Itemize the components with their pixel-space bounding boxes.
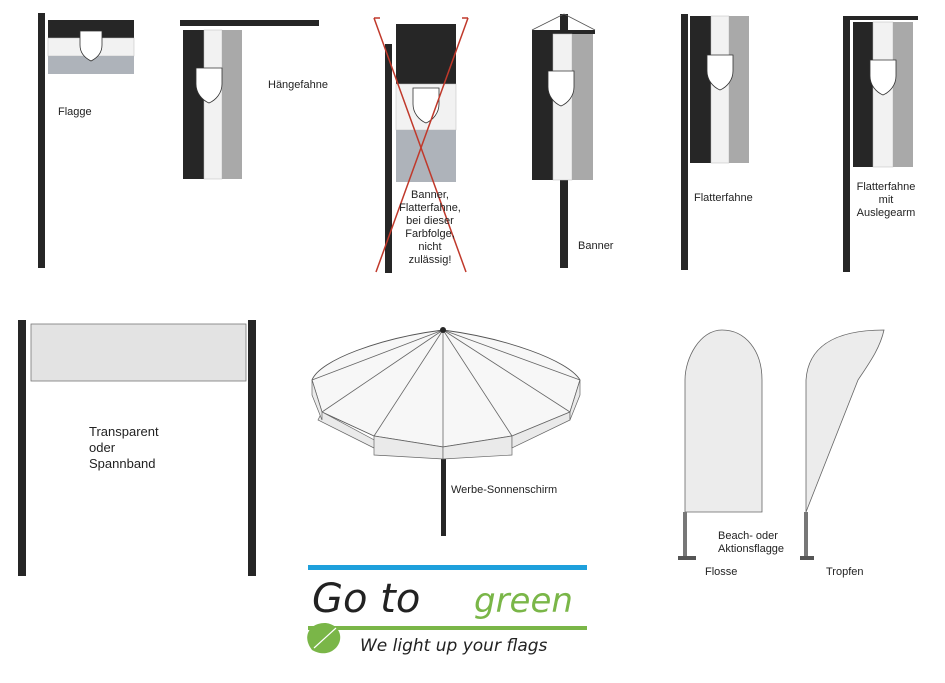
label-flatterfahne-auslegearm: Flatterfahne mit Auslegearm bbox=[853, 181, 919, 220]
label-flatter-arm-2: mit bbox=[878, 194, 894, 206]
label-banner-invalid: Banner, Flatterfahne, bei dieser Farbfol… bbox=[395, 189, 465, 267]
label-banner: Banner bbox=[578, 240, 614, 252]
label-beach: Beach- oder Aktionsflagge bbox=[718, 530, 784, 556]
label-flatterfahne: Flatterfahne bbox=[694, 192, 753, 204]
logo-green: green bbox=[474, 581, 573, 621]
label-flatter-arm-3: Auslegearm bbox=[856, 207, 916, 219]
label-flatter-arm-1: Flatterfahne bbox=[856, 181, 916, 193]
transparent-figure bbox=[18, 320, 256, 576]
label-sonnenschirm: Werbe-Sonnenschirm bbox=[451, 484, 558, 496]
label-banner-invalid-1: Banner, bbox=[411, 189, 449, 201]
label-transparent-3: Spannband bbox=[89, 456, 156, 471]
logo-tagline: We light up your flags bbox=[360, 636, 548, 656]
label-flagge: Flagge bbox=[58, 106, 92, 118]
flagge-figure bbox=[38, 13, 135, 268]
sonnenschirm-figure bbox=[311, 327, 581, 536]
label-banner-invalid-3: bei dieser bbox=[406, 215, 454, 227]
logo-go-to: Go to bbox=[312, 576, 420, 622]
label-tropfen: Tropfen bbox=[826, 566, 864, 578]
label-banner-invalid-4: Farbfolge, bbox=[405, 228, 455, 240]
label-banner-invalid-5: nicht bbox=[418, 241, 442, 253]
banner-figure bbox=[531, 13, 596, 268]
label-transparent: Transparent oder Spannband bbox=[89, 424, 159, 472]
flatterfahne-figure bbox=[681, 14, 749, 270]
label-transparent-1: Transparent bbox=[89, 424, 159, 439]
haengefahne-figure bbox=[180, 20, 319, 180]
beach-flags-figure bbox=[678, 329, 885, 560]
label-flosse: Flosse bbox=[705, 566, 738, 578]
label-beach-1: Beach- oder bbox=[718, 530, 778, 542]
label-transparent-2: oder bbox=[89, 440, 116, 455]
label-haengefahne: Hängefahne bbox=[268, 79, 328, 91]
flatterfahne-auslegearm-figure bbox=[843, 16, 918, 272]
label-banner-invalid-2: Flatterfahne, bbox=[399, 202, 461, 214]
label-beach-2: Aktionsflagge bbox=[718, 543, 785, 555]
banner-invalid-figure bbox=[373, 17, 469, 273]
label-banner-invalid-6: zulässig! bbox=[408, 254, 452, 266]
go-to-green-logo: Go to green We light up your flags bbox=[307, 565, 587, 656]
